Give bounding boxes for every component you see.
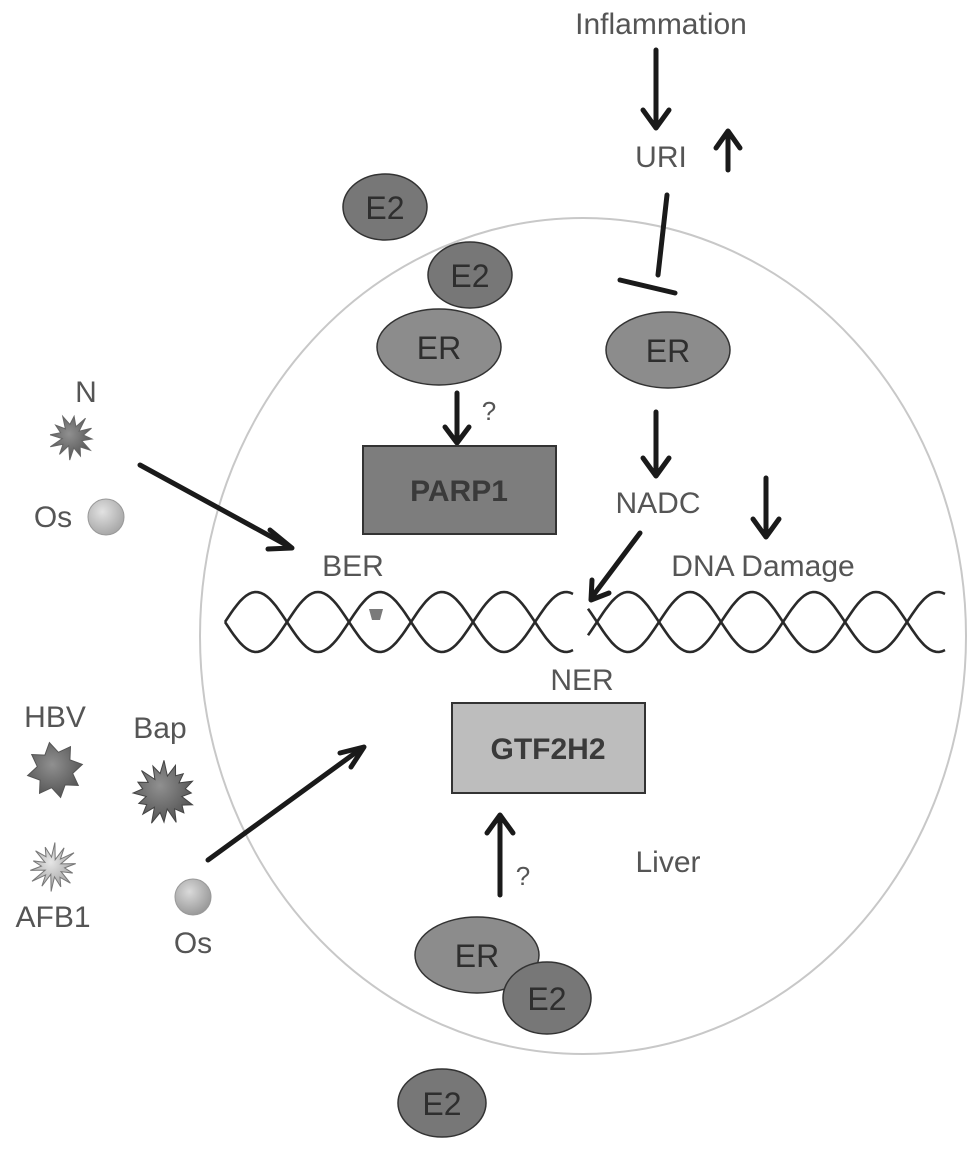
- label-ner: NER: [550, 664, 613, 697]
- burst-icon: [30, 842, 76, 892]
- er-node-left: ER: [376, 308, 502, 386]
- dna-helix: [223, 590, 946, 654]
- spiky-ball-icon: [131, 760, 194, 824]
- label-inflammation: Inflammation: [575, 8, 747, 41]
- label-os-bottom: Os: [174, 927, 212, 960]
- gtf2h2-box: GTF2H2: [451, 702, 646, 794]
- label-question-gtf2h2: ?: [516, 861, 530, 891]
- e2-label-outer-top: E2: [365, 190, 404, 226]
- e2-label-bottom-bound: E2: [527, 981, 566, 1017]
- e2-node-bottom-bound: E2: [502, 961, 592, 1035]
- label-n: N: [75, 376, 97, 409]
- sphere-icon: [87, 498, 125, 536]
- arrow-agents-to-ber: [137, 462, 295, 552]
- er-label-right: ER: [646, 333, 690, 369]
- cell-outline: [199, 217, 967, 1055]
- e2-label-inner-top: E2: [450, 258, 489, 294]
- label-os-top: Os: [34, 501, 72, 534]
- arrow-inflammation-to-uri: [640, 47, 672, 131]
- uri-up-arrow-icon: [713, 128, 743, 173]
- arrow-er-to-gtf2h2: [484, 812, 516, 898]
- label-ber: BER: [322, 550, 384, 583]
- label-dna-damage: DNA Damage: [671, 550, 854, 583]
- label-afb1: AFB1: [15, 901, 90, 934]
- arrow-er-to-parp1: [442, 390, 472, 446]
- e2-label-outer-bottom: E2: [422, 1086, 461, 1122]
- parp1-box: PARP1: [362, 445, 557, 535]
- er-node-right: ER: [605, 311, 731, 389]
- er-label-bottom: ER: [455, 938, 499, 974]
- sphere-icon-bottom: [174, 878, 212, 916]
- inhibition-uri-to-er: [617, 192, 678, 296]
- gtf2h2-label: GTF2H2: [490, 733, 605, 766]
- spiky-star-icon: [49, 414, 94, 461]
- dna-lesion-marker: [369, 609, 383, 620]
- label-hbv: HBV: [24, 701, 86, 734]
- arrow-agents-to-ner: [205, 744, 367, 863]
- label-liver: Liver: [635, 846, 700, 879]
- label-question-parp1: ?: [482, 396, 496, 426]
- star-icon: [26, 741, 84, 799]
- parp1-label: PARP1: [410, 475, 508, 508]
- arrow-er-to-nadc: [640, 409, 672, 479]
- er-node-bottom: ER: [414, 916, 540, 994]
- label-uri: URI: [635, 141, 687, 174]
- dna-damage-down-arrow-icon: [750, 475, 782, 540]
- e2-node-inner-top: E2: [427, 241, 513, 309]
- e2-node-outer-bottom: E2: [397, 1068, 487, 1138]
- label-bap: Bap: [133, 712, 186, 745]
- e2-node-outer-top: E2: [342, 173, 428, 241]
- er-label-left: ER: [417, 330, 461, 366]
- label-nadc: NADC: [615, 487, 700, 520]
- arrow-nadc-to-dna: [588, 530, 643, 603]
